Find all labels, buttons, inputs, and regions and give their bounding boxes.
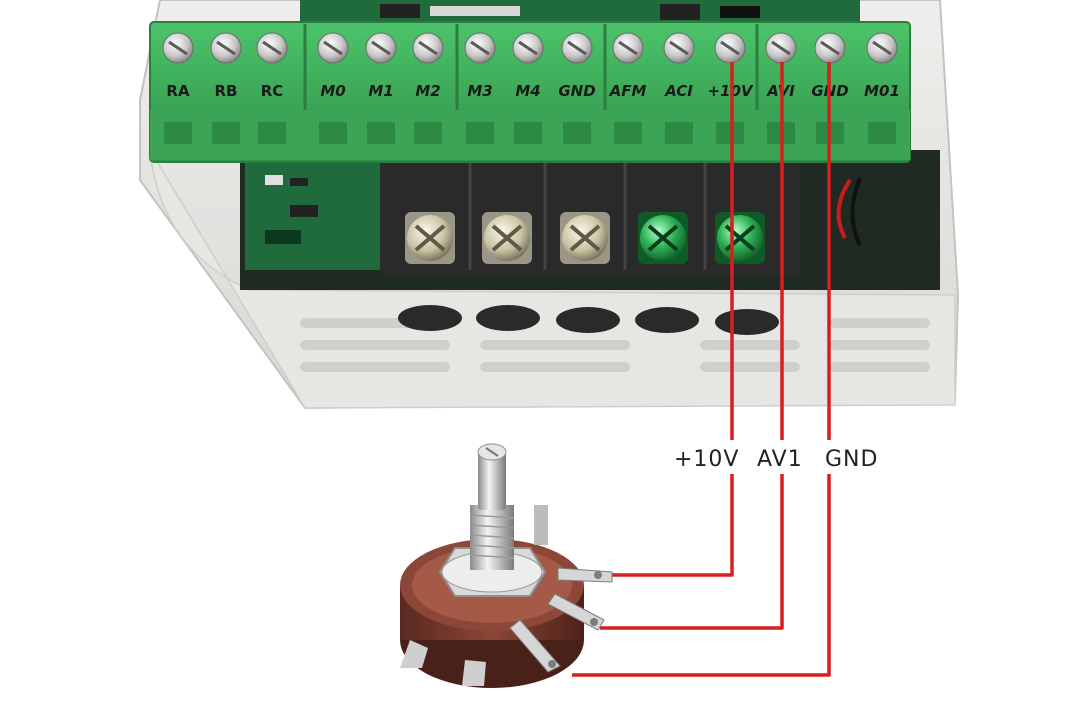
terminal-screw-afm: [612, 32, 644, 64]
terminal-screw-p10v: [714, 32, 746, 64]
wire-label-plus10v: +10V: [674, 447, 739, 472]
terminal-screw-m2: [412, 32, 444, 64]
terminal-slot-aci: [665, 122, 693, 144]
terminal-screw-m3: [464, 32, 496, 64]
terminal-label-gnd1: GND: [558, 82, 595, 100]
terminal-screw-gnd2: [814, 32, 846, 64]
wire-labels: +10V AV1 GND: [668, 440, 898, 474]
terminal-label-rb: RB: [215, 82, 238, 100]
terminal-screw-m0: [317, 32, 349, 64]
terminal-slot-m0: [319, 122, 347, 144]
terminal-slot-gnd1: [563, 122, 591, 144]
terminal-screw-rc: [256, 32, 288, 64]
terminal-slot-m3: [466, 122, 494, 144]
terminal-label-m0: M0: [320, 82, 345, 100]
wire-label-gnd: GND: [825, 447, 878, 472]
terminal-label-rc: RC: [261, 82, 284, 100]
terminal-slot-rc: [258, 122, 286, 144]
terminal-screw-aci: [663, 32, 695, 64]
wire-plus10v: [610, 62, 734, 577]
terminal-screw-m1: [365, 32, 397, 64]
terminal-screw-ra: [162, 32, 194, 64]
terminal-label-m01: M01: [864, 82, 900, 100]
terminal-slot-m01: [868, 122, 896, 144]
terminal-slot-m4: [514, 122, 542, 144]
terminal-label-m4: M4: [515, 82, 540, 100]
terminal-label-m3: M3: [467, 82, 492, 100]
terminal-label-ra: RA: [166, 82, 190, 100]
terminal-slot-rb: [212, 122, 240, 144]
power-terminal-screws: [405, 212, 765, 264]
terminal-slot-p10v: [716, 122, 744, 144]
terminal-slot-m2: [414, 122, 442, 144]
terminal-wire-slots: [164, 122, 896, 144]
terminal-label-m2: M2: [415, 82, 440, 100]
terminal-slot-afm: [614, 122, 642, 144]
wire-av1: [600, 62, 784, 630]
wire-gnd: [572, 62, 831, 677]
terminal-slot-ra: [164, 122, 192, 144]
terminal-screw-m01: [866, 32, 898, 64]
terminal-screw-gnd1: [561, 32, 593, 64]
terminal-label-aci: ACI: [664, 82, 693, 100]
potentiometer: [400, 443, 613, 688]
terminal-label-afm: AFM: [609, 82, 647, 100]
terminal-screw-m4: [512, 32, 544, 64]
pcb-area: [240, 150, 940, 290]
terminal-label-m1: M1: [368, 82, 393, 100]
wires: [572, 62, 831, 677]
pot-lugs: [509, 567, 613, 673]
terminal-screw-avi: [765, 32, 797, 64]
wire-label-av1: AV1: [757, 447, 803, 472]
terminal-screws: [162, 32, 898, 64]
terminal-slot-m1: [367, 122, 395, 144]
terminal-screw-rb: [210, 32, 242, 64]
